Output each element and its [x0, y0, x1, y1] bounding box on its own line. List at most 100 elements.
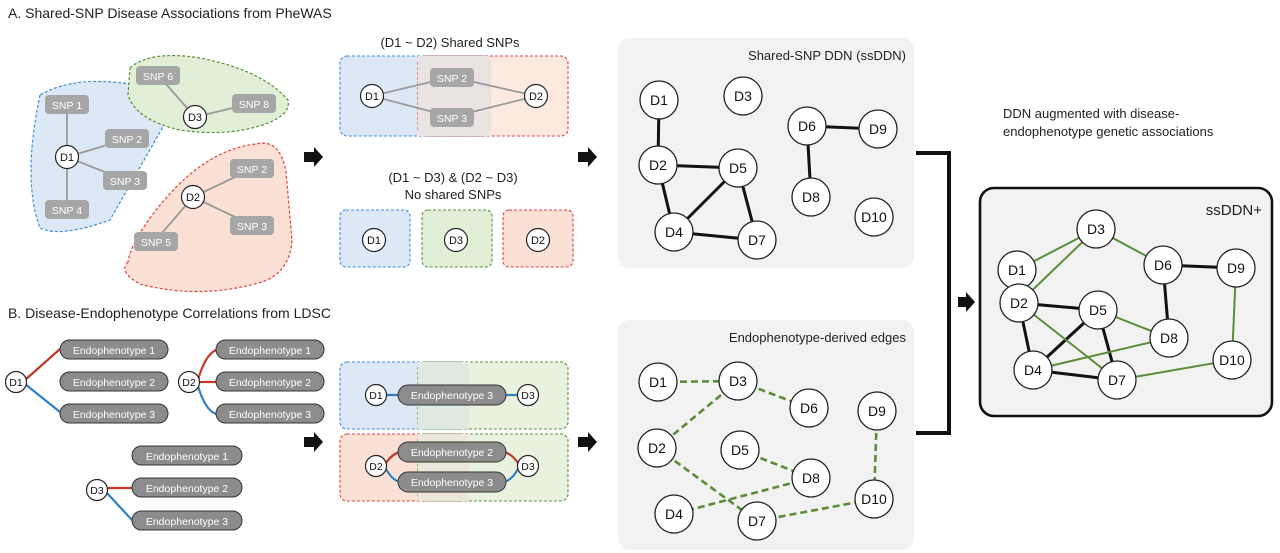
- endo-pair-right-label: D3: [521, 461, 535, 473]
- network-node-label: D6: [800, 400, 818, 416]
- network-node-label: D1: [1008, 262, 1026, 278]
- network-node: [1013, 350, 1053, 390]
- not-shared-title-line1: (D1 ~ D3) & (D2 ~ D3): [388, 170, 517, 185]
- snp-pill-label: SNP 2: [237, 164, 267, 176]
- endo-pill-label: Endophenotype 3: [229, 409, 311, 421]
- network-node-label: D8: [1160, 330, 1178, 346]
- ssddn-plus-panel: [978, 186, 1274, 418]
- network-node: [854, 479, 894, 519]
- network-edge: [1018, 302, 1118, 381]
- merge-bracket: [916, 151, 951, 435]
- shared-snp-label: SNP 3: [437, 113, 467, 125]
- network-node-label: D9: [868, 403, 886, 419]
- augmented-caption-line2: endophenotype genetic associations: [1003, 124, 1214, 139]
- network-node: [1216, 248, 1256, 288]
- snp-pill-label: SNP 6: [143, 71, 173, 83]
- endo-list-d1: Endophenotype 1 Endophenotype 2 Endophen…: [4, 339, 169, 424]
- network-node-label: D5: [729, 160, 747, 176]
- network-node: [791, 458, 831, 498]
- cluster-disease-nodes: D1 D3 D2: [54, 104, 208, 210]
- network-node: [858, 109, 898, 149]
- network-node-label: D4: [665, 506, 683, 522]
- endo-pair-pill-label: Endophenotype 2: [411, 447, 493, 459]
- endo-disease-label: D3: [90, 485, 104, 497]
- augmented-caption-line1: DDN augmented with disease-: [1003, 106, 1179, 121]
- ssddn-title: Shared-SNP DDN (ssDDN): [748, 48, 906, 63]
- network-node-label: D2: [648, 440, 666, 456]
- network-node: [1078, 290, 1118, 330]
- network-node: [791, 177, 831, 217]
- endo-pair-bottom: Endophenotype 2 Endophenotype 3 D2 D3: [339, 433, 569, 502]
- network-node: [654, 494, 694, 534]
- network-node: [1149, 318, 1189, 358]
- network-node-label: D9: [1227, 260, 1245, 276]
- section-b-title: B. Disease-Endophenotype Correlations fr…: [8, 305, 331, 321]
- network-node-label: D4: [665, 224, 683, 240]
- arrow-icon: [304, 432, 323, 452]
- shared-snp-label: SNP 2: [437, 73, 467, 85]
- snp-pill-label: SNP 8: [239, 99, 269, 111]
- network-node: [637, 428, 677, 468]
- network-node: [718, 361, 758, 401]
- network-node: [639, 80, 679, 120]
- network-node-label: D6: [1154, 257, 1172, 273]
- network-node-label: D6: [798, 118, 816, 134]
- network-node: [737, 501, 777, 541]
- endo-network-panel: [618, 320, 914, 550]
- arrow-icon: [578, 432, 597, 452]
- endo-list-d2: Endophenotype 1 Endophenotype 2 Endophen…: [177, 339, 325, 424]
- endo-pill-label: Endophenotype 3: [73, 409, 155, 421]
- network-node: [857, 391, 897, 431]
- arrow-icon: [578, 147, 597, 167]
- endo-pair-pill-label: Endophenotype 3: [411, 477, 493, 489]
- shared-right-node: [523, 83, 549, 109]
- ssddn-plus-title: ssDDN+: [1206, 202, 1262, 219]
- disease-node-label: D1: [60, 152, 74, 164]
- section-a-title: A. Shared-SNP Disease Associations from …: [8, 5, 332, 21]
- arrows: [304, 147, 975, 452]
- network-node: [1143, 245, 1183, 285]
- network-node: [1097, 360, 1137, 400]
- network-node-label: D4: [1024, 362, 1042, 378]
- network-node-label: D1: [650, 92, 668, 108]
- network-node: [1212, 340, 1252, 380]
- shared-right-label: D2: [529, 91, 543, 103]
- arrow-icon: [304, 147, 323, 167]
- network-node: [723, 76, 763, 116]
- cluster-d2-blob: [124, 142, 293, 293]
- network-node-label: D1: [649, 374, 667, 390]
- disease-node-label: D3: [188, 112, 202, 124]
- not-shared-node-label: D1: [367, 235, 381, 247]
- endo-network-title: Endophenotype-derived edges: [729, 330, 907, 345]
- network-node-label: D10: [861, 209, 887, 225]
- snp-pill-label: SNP 1: [52, 100, 82, 112]
- endo-pair-top: Endophenotype 3 D1 D3: [339, 361, 569, 430]
- network-node: [718, 148, 758, 188]
- endo-pill-label: Endophenotype 1: [73, 345, 155, 357]
- network-edge: [756, 497, 875, 523]
- endo-pair-pill-label: Endophenotype 3: [411, 390, 493, 402]
- not-shared-title-line2: No shared SNPs: [405, 187, 502, 202]
- network-node-label: D7: [1108, 372, 1126, 388]
- cluster-d1-blob: [30, 80, 172, 233]
- network-node-label: D10: [861, 491, 887, 507]
- endo-pill-label: Endophenotype 2: [73, 377, 155, 389]
- not-shared-node-label: D3: [449, 235, 463, 247]
- network-node: [737, 220, 777, 260]
- shared-left-label: D1: [365, 91, 379, 103]
- network-node: [654, 212, 694, 252]
- shared-title: (D1 ~ D2) Shared SNPs: [380, 35, 520, 50]
- network-node-label: D8: [802, 470, 820, 486]
- shared-snp-pill: [430, 68, 474, 87]
- shared-left-node: [359, 83, 385, 109]
- network-node-label: D3: [734, 88, 752, 104]
- endo-pill-label: Endophenotype 1: [146, 451, 228, 463]
- snp-pill-label: SNP 3: [110, 176, 140, 188]
- endo-pill-label: Endophenotype 2: [146, 483, 228, 495]
- endo-pill-label: Endophenotype 1: [229, 345, 311, 357]
- shared-snp-pill: [430, 108, 474, 127]
